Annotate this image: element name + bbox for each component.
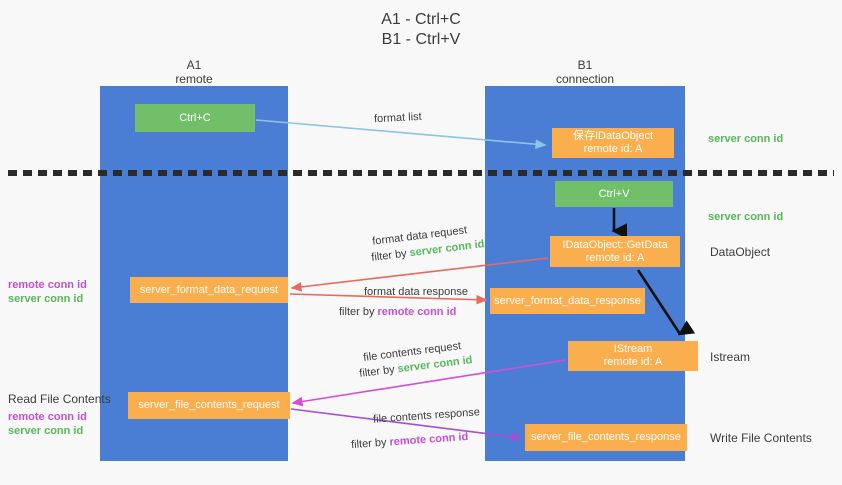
annotation-istream: Istream [710, 350, 751, 364]
filter-by-text-2: filter by [339, 306, 378, 318]
edge-label-filter-by-remote-conn-id-2: filter by remote conn id [351, 430, 469, 452]
page-title: A1 - Ctrl+C B1 - Ctrl+V [381, 11, 461, 48]
annotation-server-conn-id-top: server conn id [708, 133, 784, 145]
filter-by-text-3: filter by [358, 363, 399, 380]
node-server-file-contents-response[interactable]: server_file_contents_response [525, 424, 687, 451]
edge-label-format-list: format list [373, 110, 422, 126]
lane-header-a1: A1 remote [175, 58, 213, 86]
node-server-format-data-request[interactable]: server_format_data_request [130, 277, 288, 303]
annotation-remote-conn-id: remote conn id [8, 279, 87, 291]
annotation-read-file-contents: Read File Contents [8, 392, 111, 406]
annotation-server-conn-id: server conn id [8, 293, 84, 305]
annotation-server-conn-id-mid: server conn id [708, 211, 784, 223]
filter-by-text-1: filter by [370, 247, 411, 264]
annotation-remote-conn-id-2: remote conn id [8, 411, 87, 423]
annotation-left-conn-ids-top: remote conn id server conn id [8, 278, 87, 306]
remote-conn-id-text-1: remote conn id [377, 306, 457, 318]
node-idataobject-getdata[interactable]: IDataObject::GetData remote id: A [550, 236, 680, 267]
node-save-idataobject[interactable]: 保存IDataObject remote id: A [552, 128, 674, 158]
annotation-dataobject: DataObject [710, 245, 771, 259]
remote-conn-id-text-2: remote conn id [389, 430, 469, 449]
node-server-format-data-response[interactable]: server_format_data_response [490, 288, 645, 314]
edge-label-file-contents-response: file contents response [372, 406, 481, 426]
edge-label-format-data-response: format data response [364, 286, 468, 298]
annotation-server-conn-id-2: server conn id [8, 425, 84, 437]
lane-header-b1: B1 connection [555, 58, 615, 86]
annotation-write-file-contents: Write File Contents [710, 431, 812, 445]
annotation-left-read-file-block: Read File Contents remote conn id server… [8, 392, 111, 438]
filter-by-text-4: filter by [350, 436, 390, 452]
phase-divider [8, 170, 834, 176]
node-ctrl-c[interactable]: Ctrl+C [135, 104, 255, 132]
edge-label-filter-by-remote-conn-id-1: filter by remote conn id [339, 305, 456, 319]
node-istream[interactable]: IStream remote id: A [568, 341, 698, 371]
node-server-file-contents-request[interactable]: server_file_contents_request [128, 392, 290, 419]
node-ctrl-v[interactable]: Ctrl+V [555, 181, 673, 207]
